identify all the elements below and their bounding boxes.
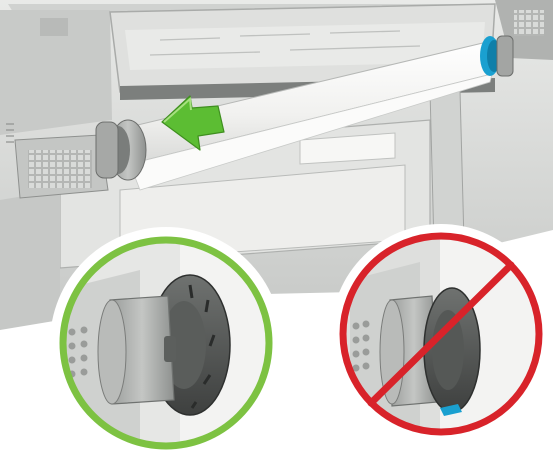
prohibited-circle-icon: [339, 232, 543, 436]
incorrect-callout: [331, 224, 551, 444]
correct-callout: [50, 227, 282, 459]
right-vent: [514, 10, 544, 36]
left-spindle-hub: [95, 119, 147, 181]
check-circle-icon: [59, 236, 273, 450]
right-spindle-hub: [480, 35, 514, 77]
arrow-left-icon: [161, 95, 225, 151]
left-vent: [28, 150, 92, 188]
